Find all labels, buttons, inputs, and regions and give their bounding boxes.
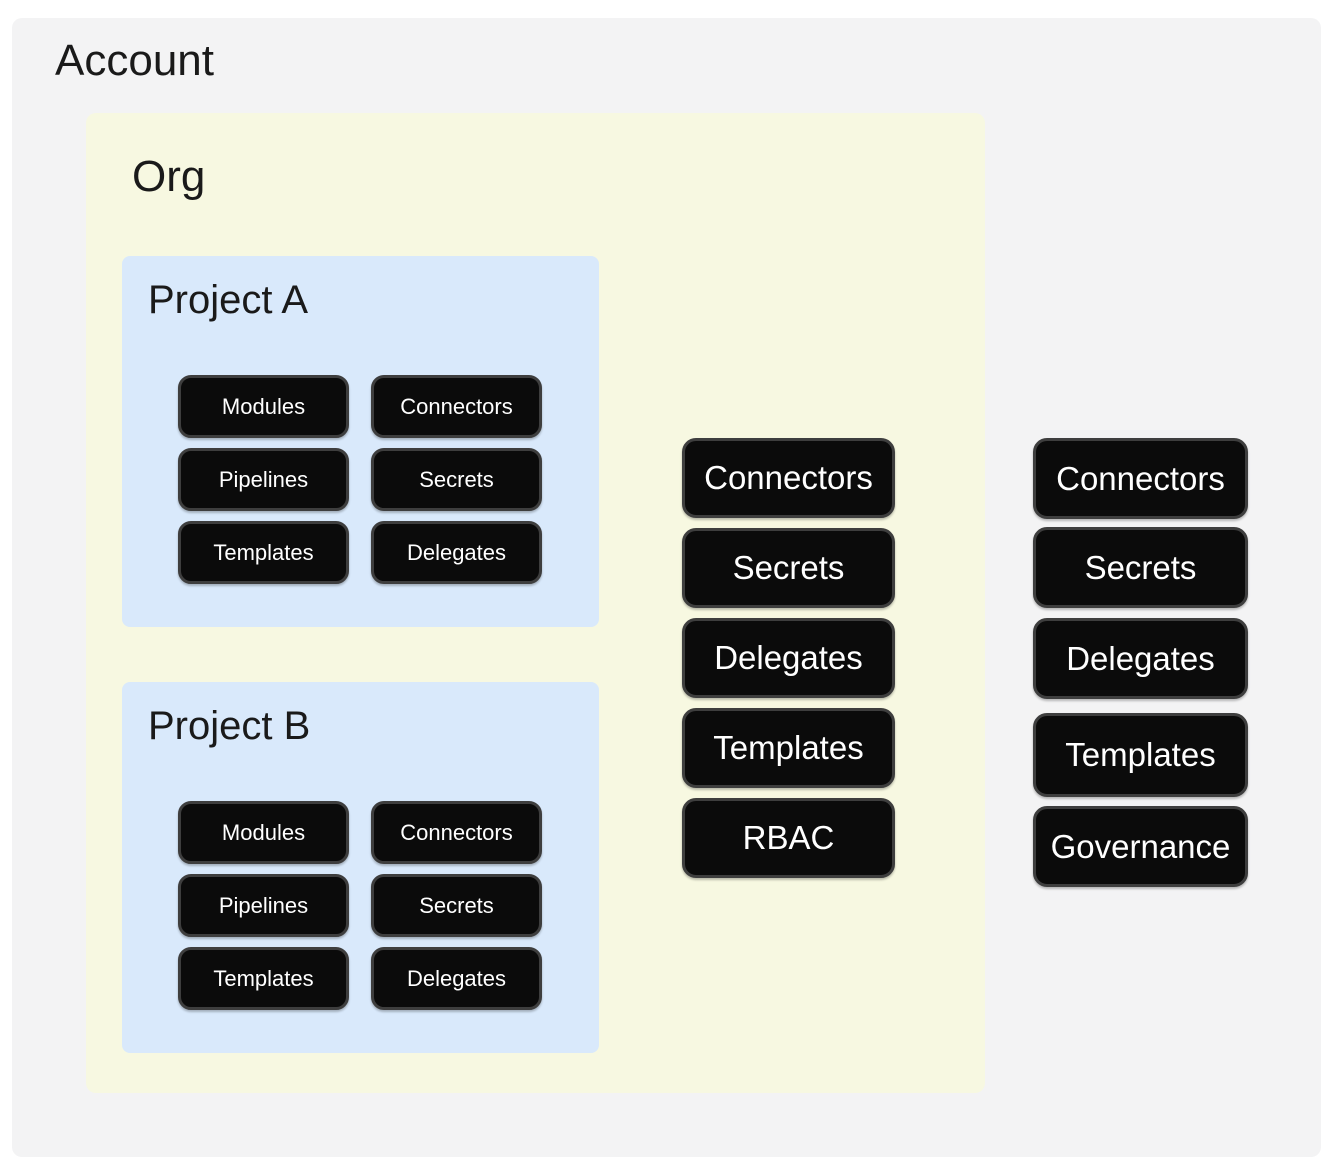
account-templates-node: Templates [1033,713,1248,797]
project-b-templates-node: Templates [178,947,349,1010]
account-governance-node: Governance [1033,806,1248,887]
project-b-pipelines-node: Pipelines [178,874,349,937]
project-a-templates-node: Templates [178,521,349,584]
org-delegates-node: Delegates [682,618,895,698]
project-a-container: Project A Modules Connectors Pipelines S… [122,256,599,627]
project-a-secrets-node: Secrets [371,448,542,511]
project-b-modules-node: Modules [178,801,349,864]
project-a-connectors-node: Connectors [371,375,542,438]
account-scope-title: Account [55,36,214,85]
project-b-container: Project B Modules Connectors Pipelines S… [122,682,599,1053]
project-a-delegates-node: Delegates [371,521,542,584]
project-b-title: Project B [148,704,311,748]
org-templates-node: Templates [682,708,895,788]
org-scope-title: Org [132,152,206,201]
org-rbac-node: RBAC [682,798,895,878]
project-b-delegates-node: Delegates [371,947,542,1010]
project-a-pipelines-node: Pipelines [178,448,349,511]
account-delegates-node: Delegates [1033,618,1248,699]
org-secrets-node: Secrets [682,528,895,608]
account-scope-container: Account Org Project A Modules Connectors… [12,18,1321,1157]
account-secrets-node: Secrets [1033,527,1248,608]
project-b-connectors-node: Connectors [371,801,542,864]
org-scope-container: Org Project A Modules Connectors Pipelin… [86,113,985,1093]
project-a-title: Project A [148,278,309,322]
project-b-secrets-node: Secrets [371,874,542,937]
account-connectors-node: Connectors [1033,438,1248,519]
org-connectors-node: Connectors [682,438,895,518]
project-a-modules-node: Modules [178,375,349,438]
